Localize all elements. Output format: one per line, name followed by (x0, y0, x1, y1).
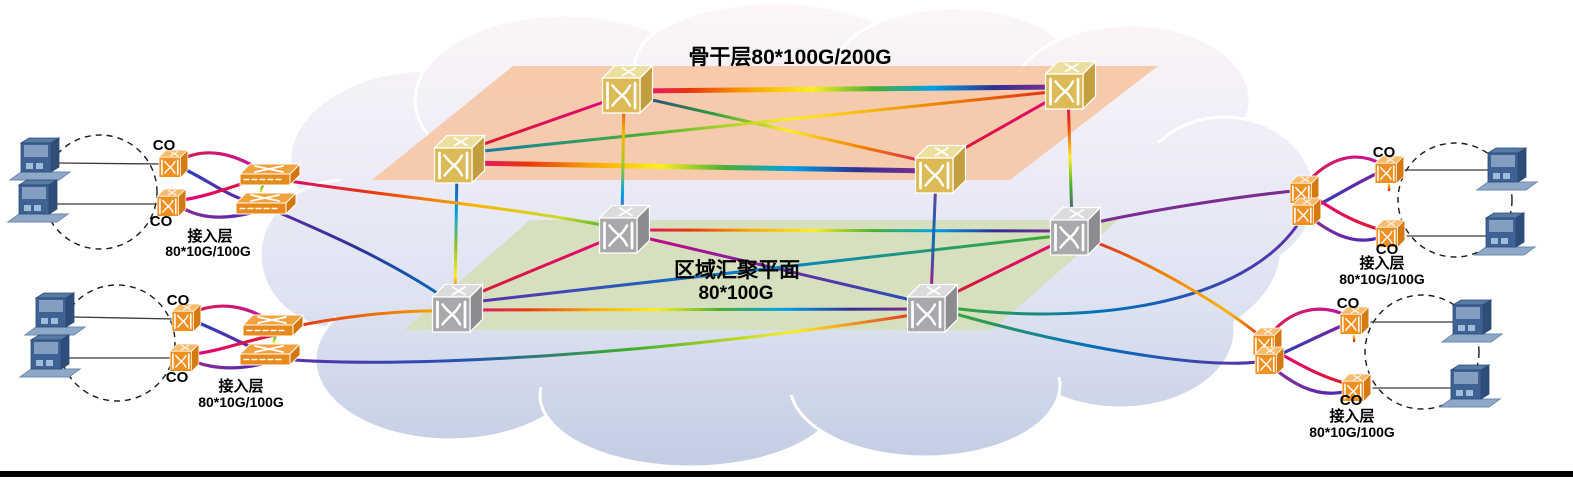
backbone-node-4 (914, 144, 967, 195)
aggregation-title-line1: 区域汇聚平面 (674, 258, 800, 282)
access-layer-label: 接入层 (187, 227, 232, 245)
backbone-node-1 (601, 64, 654, 115)
co-label: CO (1340, 392, 1363, 409)
access-edge-switch (239, 343, 301, 366)
customer-link (72, 316, 176, 320)
aggregation-title-line2: 80*100G (698, 283, 773, 304)
bottom-border-line (0, 471, 1573, 477)
access-edge-switch (242, 314, 304, 337)
aggregation-node-3 (431, 283, 484, 334)
customer-equipment (1439, 364, 1501, 408)
customer-equipment (9, 137, 71, 181)
co-label: CO (1337, 295, 1360, 312)
access-edge-switch (235, 192, 297, 215)
co-label: CO (153, 137, 176, 154)
aggregation-mesh-links (457, 228, 1071, 312)
customer-equipment (24, 292, 86, 336)
access-edge-switch (1254, 346, 1285, 376)
co-label: CO (166, 369, 189, 386)
customer-equipment (19, 334, 81, 378)
customer-equipment (1474, 212, 1536, 256)
co-label: CO (167, 292, 190, 309)
access-site-left-bottom: CO CO 接入层 80*10G/100G (19, 284, 304, 410)
access-capacity-label: 80*10G/100G (198, 394, 284, 410)
access-site-right-bottom: CO CO 接入层 80*10G/100G (1252, 294, 1503, 440)
access-site-left-top: CO CO 接入层 80*10G/100G (7, 134, 301, 259)
aggregation-node-4 (906, 283, 959, 334)
backbone-node-3 (433, 134, 486, 185)
co-uplink (192, 333, 277, 356)
access-layer-label: 接入层 (1329, 407, 1374, 425)
inter-layer-links (453, 90, 1074, 301)
access-layer-label: 接入层 (218, 377, 263, 395)
aggregation-node-1 (598, 204, 651, 255)
site-boundary-circle (1364, 294, 1480, 410)
customer-equipment (1476, 147, 1538, 191)
access-layer-label: 接入层 (1359, 254, 1404, 272)
co-label: CO (1376, 241, 1399, 258)
customer-link (57, 162, 163, 165)
access-edge-switch (239, 163, 301, 186)
customer-equipment (1441, 299, 1503, 343)
backbone-title: 骨干层80*100G/200G (688, 46, 891, 69)
co-label: CO (150, 213, 173, 230)
co-switch (169, 343, 200, 373)
co-switch (158, 149, 189, 179)
site-boundary-circle (42, 134, 158, 250)
access-capacity-label: 80*10G/100G (1339, 271, 1425, 287)
co-label: CO (1373, 144, 1396, 161)
aggregation-node-2 (1049, 206, 1102, 257)
access-capacity-label: 80*10G/100G (165, 243, 251, 259)
site-boundary-circle (58, 284, 176, 402)
access-edge-switch (1291, 197, 1322, 227)
access-site-right-top: CO CO 接入层 80*10G/100G (1289, 142, 1538, 287)
access-uplink-links (264, 176, 1307, 365)
customer-equipment (7, 179, 69, 223)
site-boundary-circle (1397, 142, 1513, 258)
backbone-node-2 (1044, 60, 1097, 111)
access-capacity-label: 80*10G/100G (1309, 424, 1395, 440)
